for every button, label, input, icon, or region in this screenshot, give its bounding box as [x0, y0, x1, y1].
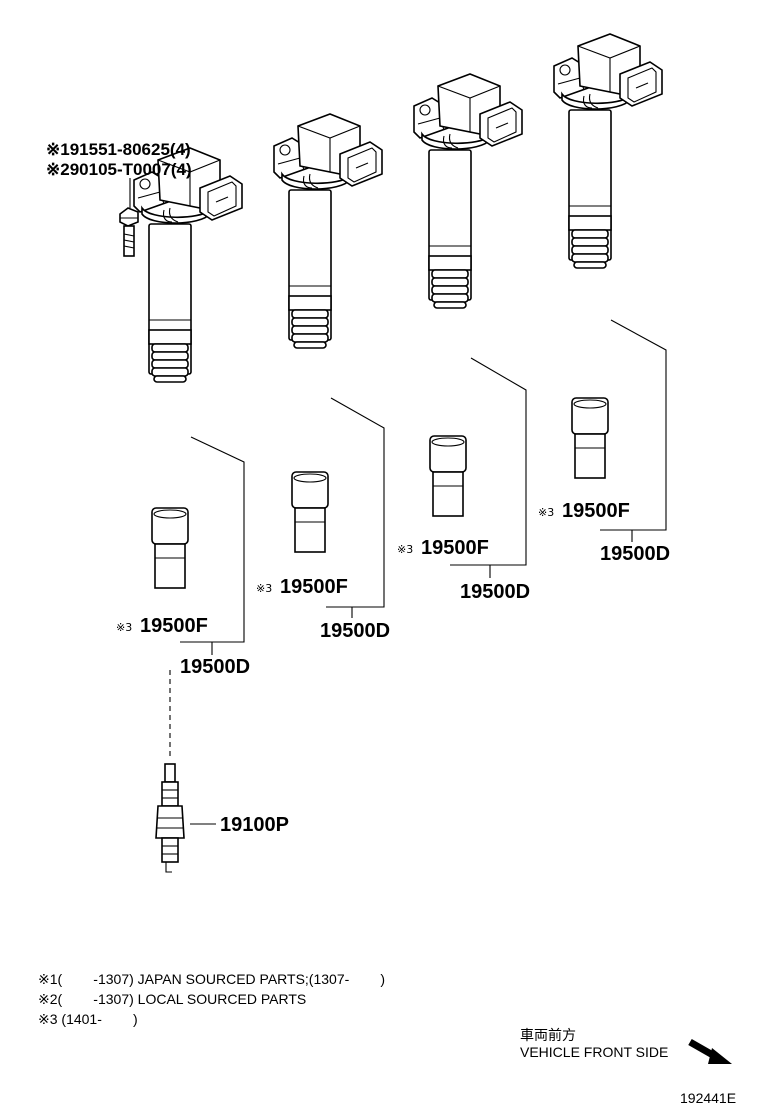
- bolt-part-1: ※191551-80625(4): [46, 140, 191, 159]
- note-1: ※1( -1307) JAPAN SOURCED PARTS;(1307- ): [38, 971, 385, 987]
- front-direction-arrow-icon: [688, 1038, 732, 1064]
- coil-4-boot-mark: ※3: [538, 506, 554, 519]
- coil-boot-1: [151, 507, 189, 589]
- coil-2-assembly-part: 19500D: [320, 620, 390, 642]
- coil-2-boot-part: 19500F: [280, 576, 348, 598]
- bolt-illustration: [119, 207, 139, 257]
- coil-boot-4: [571, 397, 609, 479]
- coil-1-boot-part: 19500F: [140, 615, 208, 637]
- bolt-part-2: ※290105-T0007(4): [46, 160, 192, 179]
- note-3: ※3 (1401- ): [38, 1011, 138, 1027]
- coil-3-boot-mark: ※3: [397, 543, 413, 556]
- coil-4-boot-part: 19500F: [562, 500, 630, 522]
- note-2: ※2( -1307) LOCAL SOURCED PARTS: [38, 991, 306, 1007]
- coil-boot-2: [291, 471, 329, 553]
- coil-1-boot-mark: ※3: [116, 621, 132, 634]
- coil-3-assembly-part: 19500D: [460, 581, 530, 603]
- figure-id: 192441E: [680, 1090, 736, 1106]
- ignition-coil-4: [553, 33, 663, 269]
- coil-1-assembly-part: 19500D: [180, 656, 250, 678]
- direction-label-en: VEHICLE FRONT SIDE: [520, 1044, 668, 1060]
- coil-2-boot-mark: ※3: [256, 582, 272, 595]
- ignition-coil-1: [133, 147, 243, 383]
- ignition-coil-2: [273, 113, 383, 349]
- coil-boot-3: [429, 435, 467, 517]
- coil-4-assembly-part: 19500D: [600, 543, 670, 565]
- leader-lines: [129, 178, 667, 825]
- spark-plug-illustration: [155, 763, 185, 873]
- spark-plug-part: 19100P: [220, 814, 289, 836]
- coil-3-boot-part: 19500F: [421, 537, 489, 559]
- ignition-coil-3: [413, 73, 523, 309]
- direction-label-jp: 車両前方: [520, 1027, 576, 1043]
